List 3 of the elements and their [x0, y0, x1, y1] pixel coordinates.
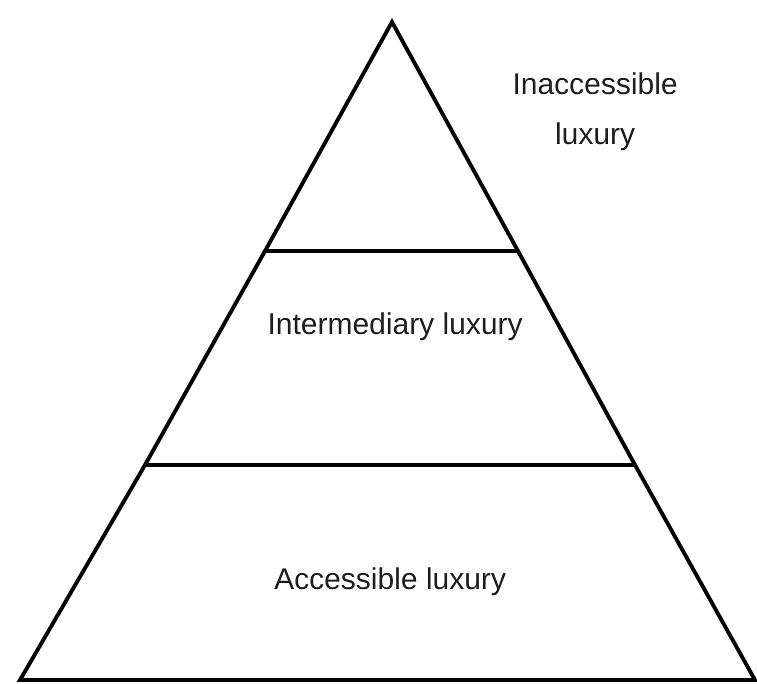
tier-label: Inaccessible luxury [511, 67, 679, 153]
tier-label: Accessible luxury [273, 562, 507, 598]
tier-label: Intermediary luxury [266, 307, 524, 343]
